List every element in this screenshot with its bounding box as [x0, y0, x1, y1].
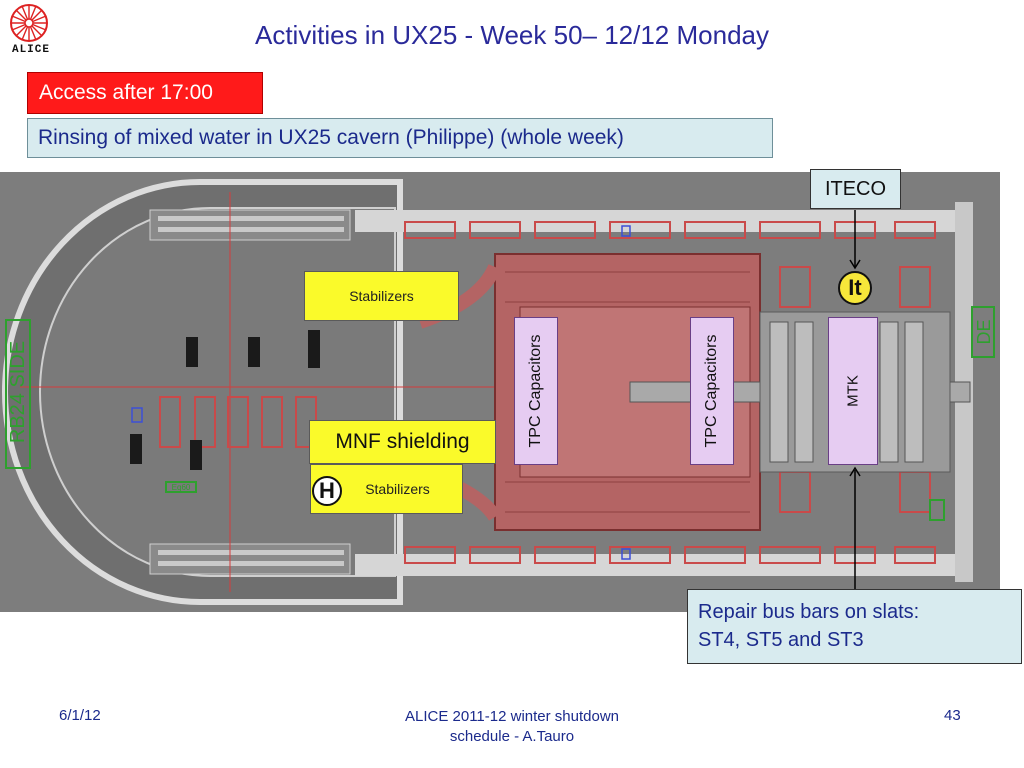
repair-callout: Repair bus bars on slats: ST4, ST5 and S… [687, 589, 1022, 664]
iteco-label: ITECO [810, 169, 901, 209]
tpc-capacitors-left: TPC Capacitors [514, 317, 558, 465]
mtk-box: MTK [828, 317, 878, 465]
alice-logo: ALICE [4, 2, 54, 64]
side-left-label: RB24 SIDE [7, 341, 29, 443]
tpc-capacitors-left-text: TPC Capacitors [527, 334, 544, 448]
footer-date: 6/1/12 [59, 707, 101, 724]
rinsing-notice: Rinsing of mixed water in UX25 cavern (P… [27, 118, 773, 158]
stabilizers-top-label: Stabilizers [304, 271, 459, 321]
alice-logo-icon [10, 4, 48, 42]
repair-line-1: Repair bus bars on slats: [698, 601, 920, 623]
tpc-capacitors-right-text: TPC Capacitors [703, 334, 720, 448]
footer-center: ALICE 2011-12 winter shutdown schedule -… [362, 707, 662, 747]
repair-line-2: ST4, ST5 and ST3 [698, 629, 864, 651]
footer-center-line-2: schedule - A.Tauro [449, 728, 575, 745]
mnf-shielding-label: MNF shielding [309, 420, 496, 464]
access-notice: Access after 17:00 [27, 72, 263, 114]
tpc-capacitors-right: TPC Capacitors [690, 317, 734, 465]
logo-text: ALICE [11, 44, 50, 56]
footer-page-number: 43 [944, 707, 961, 724]
h-badge-icon: H [312, 476, 342, 506]
small-tag: Eq60 [172, 483, 191, 492]
it-badge-icon: It [838, 271, 872, 305]
side-right-label: DE [974, 319, 994, 344]
footer-center-line-1: ALICE 2011-12 winter shutdown [404, 708, 619, 725]
mtk-text: MTK [844, 375, 862, 407]
slide-title: Activities in UX25 - Week 50– 12/12 Mond… [254, 20, 769, 50]
